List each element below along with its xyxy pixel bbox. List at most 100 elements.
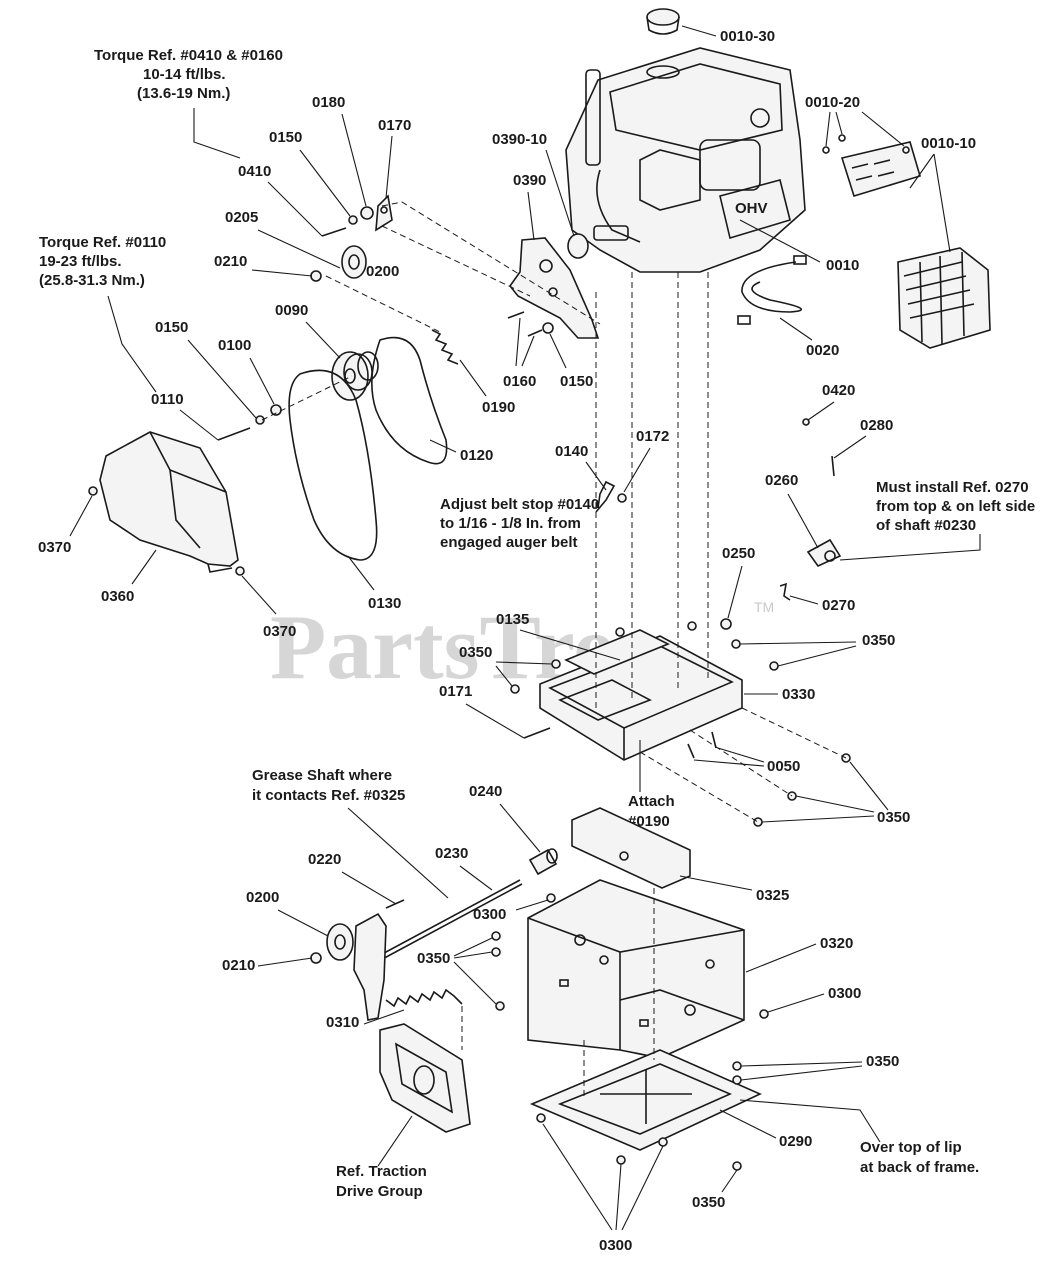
- spring-0190: [431, 329, 459, 365]
- label-0150-b: 0150: [155, 319, 188, 336]
- label-0410: 0410: [238, 163, 271, 180]
- note-attach: Attach #0190: [628, 793, 679, 830]
- auger-belt-0120: [371, 336, 448, 465]
- label-0130: 0130: [368, 595, 401, 612]
- bolt-0350-left2: [510, 684, 520, 694]
- bolt-0300-b1: [536, 1113, 546, 1123]
- label-0170: 0170: [378, 117, 411, 134]
- label-0010-30: 0010-30: [720, 28, 775, 45]
- bolt-0171: [523, 727, 551, 739]
- shaft-0230: [359, 879, 521, 967]
- washer-0250: [720, 618, 732, 630]
- label-0250: 0250: [722, 545, 755, 562]
- base-plate-0290: [529, 1049, 762, 1151]
- label-0120: 0120: [460, 447, 493, 464]
- note-traction: Ref. Traction Drive Group: [336, 1163, 431, 1200]
- label-0100: 0100: [218, 337, 251, 354]
- label-0160: 0160: [503, 373, 536, 390]
- seal-ring: [567, 233, 589, 259]
- label-0300-b: 0300: [828, 985, 861, 1002]
- label-0280: 0280: [860, 417, 893, 434]
- label-0370-a: 0370: [38, 539, 71, 556]
- bolt-0350-l1: [491, 931, 501, 941]
- note-torque-0410: Torque Ref. #0410 & #0160 10-14 ft/lbs. …: [94, 47, 287, 102]
- belt-guard-bracket: [508, 237, 600, 339]
- label-0020: 0020: [806, 342, 839, 359]
- label-0360: 0360: [101, 588, 134, 605]
- label-0200-b: 0200: [246, 889, 279, 906]
- bolt-0350-l3: [495, 1001, 505, 1011]
- note-lip: Over top of lip at back of frame.: [860, 1139, 979, 1176]
- clip-0420: [802, 418, 810, 426]
- note-torque-0110: Torque Ref. #0110 19-23 ft/lbs. (25.8-31…: [39, 234, 170, 289]
- label-0010-20: 0010-20: [805, 94, 860, 111]
- label-0420: 0420: [822, 382, 855, 399]
- label-0010: 0010: [826, 257, 859, 274]
- label-0230: 0230: [435, 845, 468, 862]
- label-0330: 0330: [782, 686, 815, 703]
- label-0390: 0390: [513, 172, 546, 189]
- label-0050: 0050: [767, 758, 800, 775]
- bolt-0350-top1: [615, 627, 625, 637]
- idler-arm: [353, 912, 387, 1021]
- belt-stop-0140: [595, 480, 616, 513]
- label-0300-a: 0300: [473, 906, 506, 923]
- bolt-0350-top4: [769, 661, 779, 671]
- label-0150-c: 0150: [560, 373, 593, 390]
- label-0172: 0172: [636, 428, 669, 445]
- label-0260: 0260: [765, 472, 798, 489]
- engine-assembly: OHV: [565, 47, 806, 273]
- idler-pulley-0200-lower: [326, 923, 354, 961]
- shaft-0230-edge: [361, 883, 523, 971]
- label-0325: 0325: [756, 887, 789, 904]
- label-0350-d: 0350: [417, 950, 450, 967]
- label-0370-b: 0370: [263, 623, 296, 640]
- idler-pulley-0200: [341, 245, 367, 279]
- label-0205: 0205: [225, 209, 258, 226]
- label-0150-a: 0150: [269, 129, 302, 146]
- bolt-0300-b2: [616, 1155, 626, 1165]
- muffler-guard: [822, 134, 921, 197]
- washer-0100: [270, 404, 282, 416]
- nut-0172: [617, 493, 627, 503]
- spring-0310: [385, 988, 463, 1008]
- electric-starter-cord: [737, 255, 807, 325]
- spring-0270: [779, 582, 791, 601]
- bolt-0350-top2: [687, 621, 697, 631]
- belt-cover-0360: [99, 431, 239, 573]
- bolt-0110: [217, 427, 251, 441]
- label-0010-10: 0010-10: [921, 135, 976, 152]
- label-0140: 0140: [555, 443, 588, 460]
- bolts-0160: [507, 311, 543, 337]
- label-0350-f: 0350: [692, 1194, 725, 1211]
- note-belt-stop: Adjust belt stop #0140 to 1/16 - 1/8 In.…: [440, 496, 603, 551]
- lockwasher-0150b: [255, 415, 265, 425]
- label-0180: 0180: [312, 94, 345, 111]
- pin-0280: [831, 455, 835, 477]
- label-0190: 0190: [482, 399, 515, 416]
- bolt-0350-left: [551, 659, 561, 669]
- bolt-0350-l2: [491, 947, 501, 957]
- bolt-0350-br2: [732, 1075, 742, 1085]
- bolt-0350-r3: [753, 817, 763, 827]
- label-0300-c: 0300: [599, 1237, 632, 1254]
- cam-0260: [806, 538, 842, 568]
- label-0270: 0270: [822, 597, 855, 614]
- bolt-0350-br1: [732, 1061, 742, 1071]
- label-0090: 0090: [275, 302, 308, 319]
- bolt-0410: [321, 227, 347, 237]
- label-0200-a: 0200: [366, 263, 399, 280]
- bolt-0350-top3: [731, 639, 741, 649]
- label-0110: 0110: [151, 391, 184, 408]
- nut-0210a: [310, 270, 322, 282]
- note-grease: Grease Shaft where it contacts Ref. #032…: [252, 767, 405, 804]
- label-0210-a: 0210: [214, 253, 247, 270]
- label-0350-b: 0350: [862, 632, 895, 649]
- rod-0135: [564, 629, 670, 675]
- bolt-0300-right: [759, 1009, 769, 1019]
- nut-0150c: [542, 322, 554, 334]
- bolt-0350-bottom: [732, 1161, 742, 1171]
- drive-belt-0130: [288, 369, 378, 561]
